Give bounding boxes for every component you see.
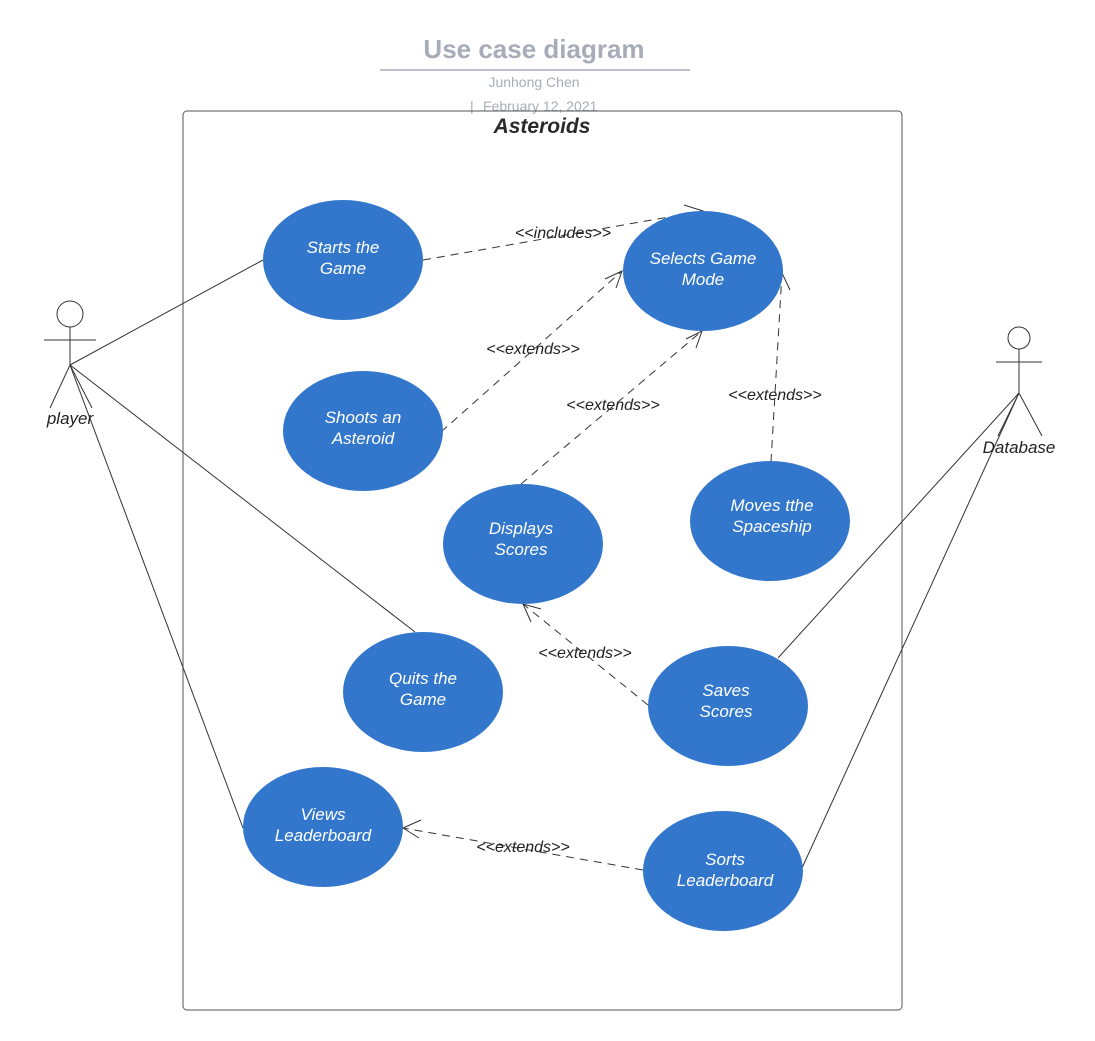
- diagram-title: Use case diagram: [423, 34, 644, 64]
- use-case-shape: [623, 211, 783, 331]
- assoc-database-sorts: [801, 392, 1020, 869]
- use-case-displays[interactable]: Displays Scores: [443, 484, 603, 604]
- use-case-shape: [263, 200, 423, 320]
- rel-label-displays-extends: <<extends>>: [566, 397, 659, 414]
- assoc-player-quits: [69, 364, 416, 633]
- use-case-label-line2: Mode: [682, 270, 725, 289]
- use-case-label-line1: Views: [300, 805, 346, 824]
- use-case-label-line1: Displays: [489, 519, 554, 538]
- use-case-quits[interactable]: Quits the Game: [343, 632, 503, 752]
- relationships: [401, 204, 791, 871]
- use-case-views[interactable]: Views Leaderboard: [243, 767, 403, 887]
- use-case-label-line2: Asteroid: [331, 429, 395, 448]
- use-case-starts[interactable]: Starts the Game: [263, 200, 423, 320]
- use-case-label-line1: Selects Game: [650, 249, 757, 268]
- use-case-label-line2: Leaderboard: [275, 826, 372, 845]
- use-case-shape: [648, 646, 808, 766]
- actor-database[interactable]: Database: [983, 326, 1056, 457]
- actor-player[interactable]: player: [44, 300, 96, 428]
- arrowhead: [401, 819, 422, 839]
- stick-figure-icon: [996, 326, 1043, 437]
- use-case-sorts[interactable]: Sorts Leaderboard: [643, 811, 803, 931]
- arrowhead: [604, 270, 623, 289]
- use-case-label-line2: Game: [400, 690, 446, 709]
- use-case-label-line2: Scores: [495, 540, 548, 559]
- rel-label-shoots-extends: <<extends>>: [486, 341, 579, 358]
- use-case-shape: [283, 371, 443, 491]
- use-case-label-line1: Shoots an: [325, 408, 402, 427]
- use-case-shape: [243, 767, 403, 887]
- rel-label-includes: <<includes>>: [515, 225, 611, 242]
- dashed-line: [770, 272, 783, 463]
- use-case-label-line1: Saves: [702, 681, 750, 700]
- use-case-label-line2: Scores: [700, 702, 753, 721]
- rel-label-saves-extends: <<extends>>: [538, 645, 631, 662]
- dashed-line: [520, 330, 703, 485]
- use-case-saves[interactable]: Saves Scores: [648, 646, 808, 766]
- use-case-label-line2: Game: [320, 259, 366, 278]
- dashed-line: [422, 210, 704, 261]
- use-case-label-line2: Leaderboard: [677, 871, 774, 890]
- use-case-shape: [343, 632, 503, 752]
- rel-moves-extends-selects: [770, 271, 791, 463]
- rel-label-sorts-extends: <<extends>>: [476, 839, 569, 856]
- rel-sorts-extends-views: [401, 819, 644, 871]
- actor-label: player: [46, 409, 95, 428]
- dashed-line: [440, 270, 623, 433]
- use-case-moves[interactable]: Moves tthe Spaceship: [690, 461, 850, 581]
- assoc-database-saves: [777, 392, 1020, 659]
- stick-figure-icon: [44, 300, 96, 409]
- use-case-shape: [643, 811, 803, 931]
- use-case-selects[interactable]: Selects Game Mode: [623, 211, 783, 331]
- dashed-line: [522, 603, 649, 706]
- rel-displays-extends-selects: [520, 329, 703, 485]
- actor-label: Database: [983, 438, 1056, 457]
- rel-label-moves-extends: <<extends>>: [728, 387, 821, 404]
- use-case-label-line1: Starts the: [307, 238, 380, 257]
- system-name: Asteroids: [493, 115, 591, 138]
- use-case-shape: [690, 461, 850, 581]
- use-case-label-line2: Spaceship: [732, 517, 811, 536]
- associations: [69, 259, 1020, 869]
- diagram-date: February 12, 2021: [483, 98, 598, 114]
- diagram-author: Junhong Chen: [488, 74, 579, 90]
- use-case-label-line1: Sorts: [705, 850, 745, 869]
- assoc-player-views: [69, 364, 244, 829]
- dashed-line: [402, 827, 644, 871]
- assoc-player-starts: [69, 259, 264, 366]
- use-case-shoots[interactable]: Shoots an Asteroid: [283, 371, 443, 491]
- rel-shoots-extends-selects: [440, 270, 623, 433]
- use-case-label-line1: Moves tthe: [730, 496, 813, 515]
- date-prefix: |: [470, 98, 474, 114]
- use-case-label-line1: Quits the: [389, 669, 457, 688]
- arrowhead: [685, 329, 703, 349]
- system-boundary: [182, 110, 903, 1011]
- use-case-shape: [443, 484, 603, 604]
